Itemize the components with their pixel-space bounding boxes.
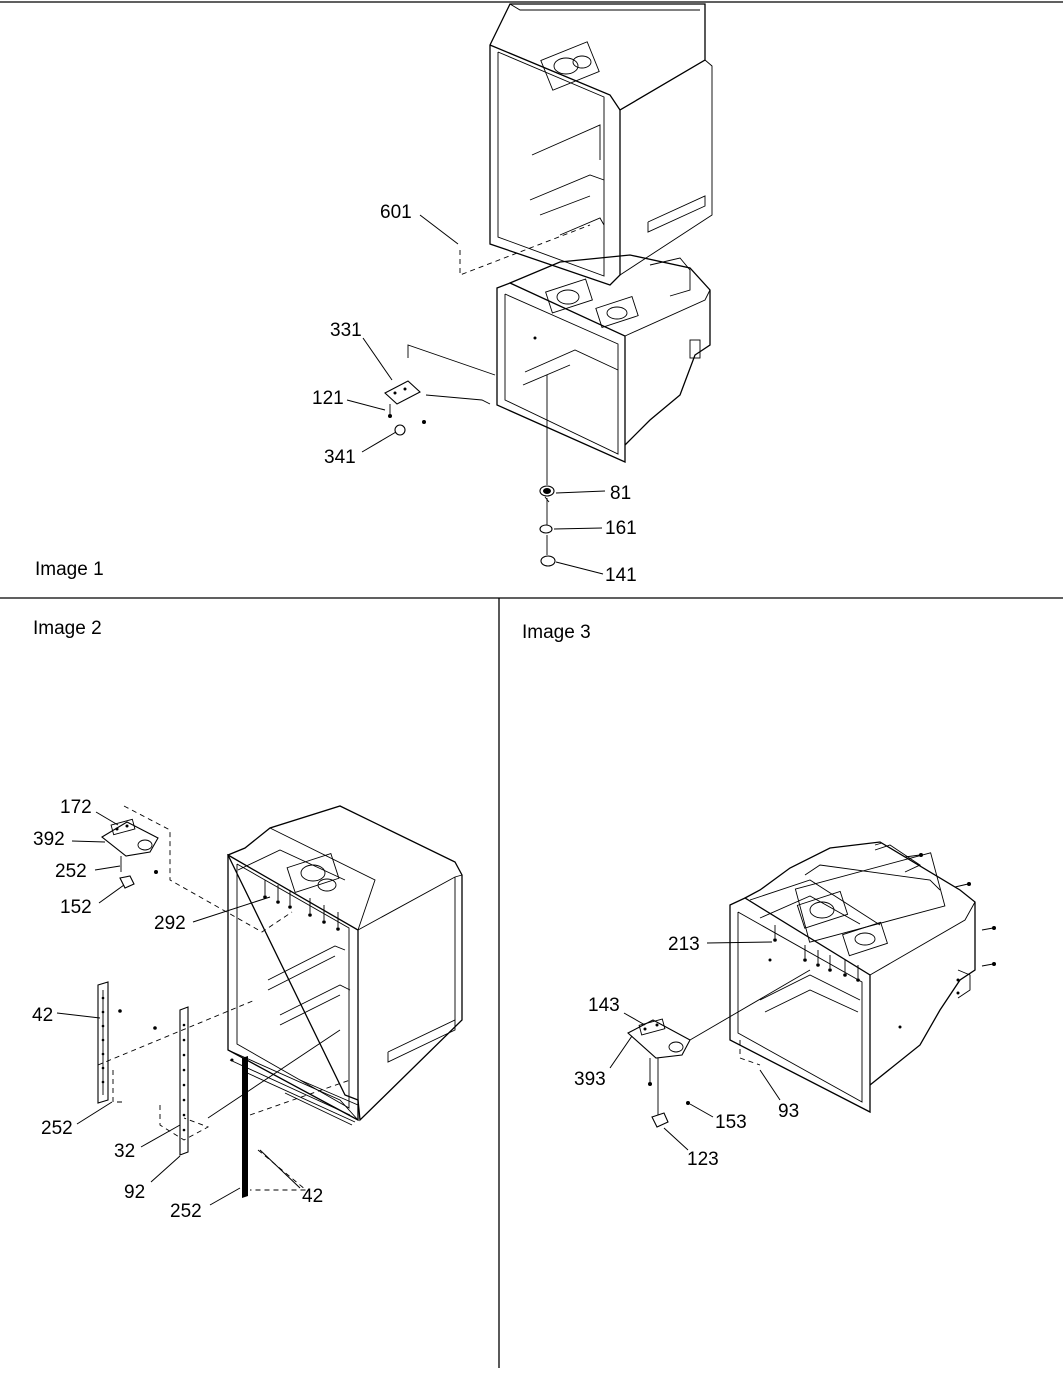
callout-252: 252 — [41, 1118, 73, 1139]
callout-92: 92 — [124, 1182, 145, 1203]
callout-393: 393 — [574, 1069, 606, 1090]
hinge-bracket-392 — [101, 818, 159, 889]
callout-81: 81 — [610, 483, 631, 504]
image-3-leader-lines — [609, 941, 781, 1151]
image-2-leader-lines — [56, 811, 301, 1206]
callout-153: 153 — [715, 1112, 747, 1133]
washer-161 — [539, 524, 553, 534]
callout-121: 121 — [312, 388, 344, 409]
callout-341: 341 — [324, 447, 356, 468]
callout-392: 392 — [33, 829, 65, 850]
hinge-assembly-line — [123, 805, 293, 933]
callout-252: 252 — [170, 1201, 202, 1222]
screws-292 — [263, 880, 340, 931]
freezer-cabinet — [729, 841, 976, 1114]
cabinet-screws — [874, 842, 996, 967]
panel-label-image-3: Image 3 — [522, 622, 591, 643]
callout-42: 42 — [302, 1186, 323, 1207]
door-stop-81 — [539, 485, 555, 503]
callout-93: 93 — [778, 1101, 799, 1122]
image-2-drawing: 172 392 252 152 292 42 252 32 92 252 42 — [32, 797, 463, 1222]
shelf-rail-42-right — [230, 1056, 248, 1198]
callout-32: 32 — [114, 1141, 135, 1162]
panel-label-image-1: Image 1 — [35, 559, 104, 580]
cap-141 — [540, 555, 556, 567]
image-1-assembly-lines — [407, 224, 591, 555]
image-1-leader-lines — [346, 214, 606, 575]
callout-42: 42 — [32, 1005, 53, 1026]
callout-252: 252 — [55, 861, 87, 882]
hinge-bracket-331 — [384, 380, 426, 436]
callout-161: 161 — [605, 518, 637, 539]
image-1-drawing: 601 331 121 341 81 161 141 — [312, 3, 713, 586]
hinge-bracket-393 — [627, 1018, 691, 1128]
upper-cabinet — [489, 3, 713, 286]
panel-label-image-2: Image 2 — [33, 618, 102, 639]
image-3-drawing: 213 143 393 153 93 123 — [574, 841, 996, 1170]
callout-331: 331 — [330, 320, 362, 341]
callout-123: 123 — [687, 1149, 719, 1170]
callout-213: 213 — [668, 934, 700, 955]
callout-172: 172 — [60, 797, 92, 818]
callout-601: 601 — [380, 202, 412, 223]
hinge-assembly-line — [689, 969, 811, 1041]
shelf-rail-42-left — [97, 981, 122, 1104]
lower-cabinet — [496, 254, 711, 464]
callout-141: 141 — [605, 565, 637, 586]
callout-152: 152 — [60, 897, 92, 918]
callout-143: 143 — [588, 995, 620, 1016]
screw-assembly-line — [739, 1040, 761, 1066]
shelf-rail-32 — [153, 1006, 189, 1156]
fresh-food-cabinet — [227, 805, 463, 1126]
callout-292: 292 — [154, 913, 186, 934]
screws-213 — [773, 925, 860, 982]
